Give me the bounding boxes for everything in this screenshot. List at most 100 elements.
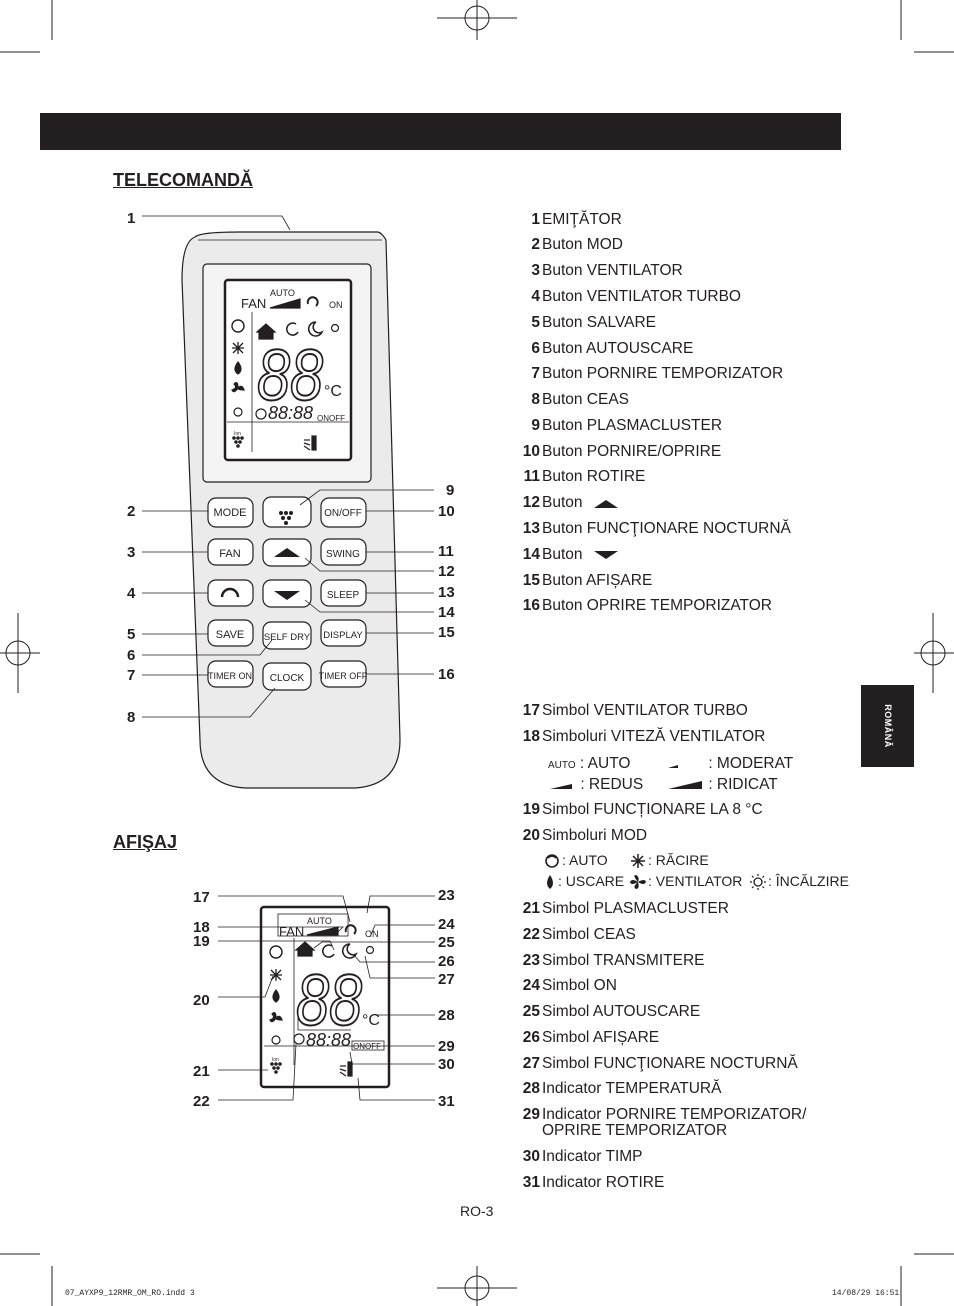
display-illustration: AUTO FAN ON 88 °C 88:88 ONOFF Ion	[218, 895, 435, 1101]
callout-2: 2	[127, 503, 136, 520]
remote-lcd-time: 88:88	[268, 403, 313, 423]
swing-label: SWING	[326, 549, 360, 560]
turbo-icon	[220, 587, 240, 598]
display-lcd-unit: °C	[362, 1012, 380, 1029]
onoff-label: ON/OFF	[324, 508, 362, 519]
callout-4: 4	[127, 585, 136, 602]
down-arrow-icon	[274, 591, 300, 600]
display-label: DISPLAY	[323, 630, 363, 641]
remote-lcd-fan: FAN	[241, 296, 266, 311]
callout-13: 13	[438, 584, 455, 601]
snowflake-icon	[631, 854, 645, 869]
callout-30: 30	[438, 1056, 455, 1073]
language-tab: ROMÂNĂ	[861, 685, 914, 767]
mode-button	[207, 497, 254, 528]
save-button	[207, 619, 254, 647]
fan-speed-auto: AUTO : AUTO	[548, 755, 631, 772]
fan-speed-high: : RIDICAT	[668, 776, 778, 794]
up-arrow-icon	[274, 548, 300, 557]
footer-file: 07_AYXP9_12RMR_OM_RO.indd 3	[65, 1289, 195, 1298]
auto-icon: AUTO	[548, 760, 576, 771]
turbo-button	[207, 579, 254, 607]
callout-7: 7	[127, 667, 136, 684]
callout-3: 3	[127, 544, 136, 561]
page-number: RO-3	[460, 1203, 494, 1219]
timeroff-label: TIMER OFF	[319, 671, 368, 681]
fan-icon	[630, 875, 646, 890]
callout-12: 12	[438, 563, 455, 580]
fan-speed-low: : REDUS	[548, 776, 643, 794]
callout-28: 28	[438, 1007, 455, 1024]
drop-icon	[547, 875, 553, 890]
callout-1: 1	[127, 210, 136, 227]
mode-heat: : ÎNCĂLZIRE	[748, 873, 849, 891]
sleep-label: SLEEP	[327, 590, 360, 601]
list-item-continuation: OPRIRE TEMPORIZATOR	[542, 1122, 728, 1139]
callout-8: 8	[127, 709, 136, 726]
mode-auto: : AUTO	[542, 852, 608, 870]
remote-lcd-ion: Ion	[234, 431, 241, 437]
display-lcd-ion: Ion	[272, 1057, 279, 1063]
up-arrow-icon	[593, 499, 618, 508]
timeron-button	[207, 660, 254, 688]
fan-speed-high-icon	[668, 780, 702, 789]
timeron-label: TIMER ON	[208, 671, 252, 681]
mode-dry: : USCARE	[542, 873, 624, 891]
save-label: SAVE	[216, 629, 245, 641]
callout-10: 10	[438, 503, 455, 520]
callout-18: 18	[193, 919, 210, 936]
auto-mode-icon	[545, 854, 559, 869]
callout-23: 23	[438, 887, 455, 904]
callout-21: 21	[193, 1063, 210, 1080]
fan-label: FAN	[219, 548, 240, 560]
mode-cool: : RĂCIRE	[628, 852, 709, 870]
callout-19: 19	[193, 933, 210, 950]
clock-label: CLOCK	[270, 673, 305, 684]
callout-6: 6	[127, 647, 136, 664]
callout-26: 26	[438, 953, 455, 970]
remote-section-title: TELECOMANDĂ	[113, 170, 253, 190]
display-lcd-time: 88:88	[306, 1030, 351, 1050]
callout-16: 16	[438, 666, 455, 683]
fan-speed-moderate-icon	[668, 764, 678, 768]
callout-14: 14	[438, 604, 455, 621]
remote-illustration: AUTO FAN ON 88 °C 88:88 ONOFF Ion MODE O…	[142, 215, 434, 789]
selfdry-button	[262, 621, 312, 650]
callout-31: 31	[438, 1093, 455, 1110]
display-lcd-onoff: ONOFF	[353, 1042, 381, 1051]
callout-17: 17	[193, 889, 210, 906]
callout-29: 29	[438, 1038, 455, 1055]
callout-11: 11	[438, 543, 454, 560]
display-lcd-auto: AUTO	[307, 916, 332, 926]
mode-fan: : VENTILATOR	[628, 873, 742, 891]
fan-speed-moderate: : MODERAT	[668, 755, 793, 773]
callout-15: 15	[438, 624, 455, 641]
ion-icon	[279, 511, 293, 525]
remote-lcd-unit: °C	[324, 383, 342, 400]
callout-20: 20	[193, 992, 210, 1009]
